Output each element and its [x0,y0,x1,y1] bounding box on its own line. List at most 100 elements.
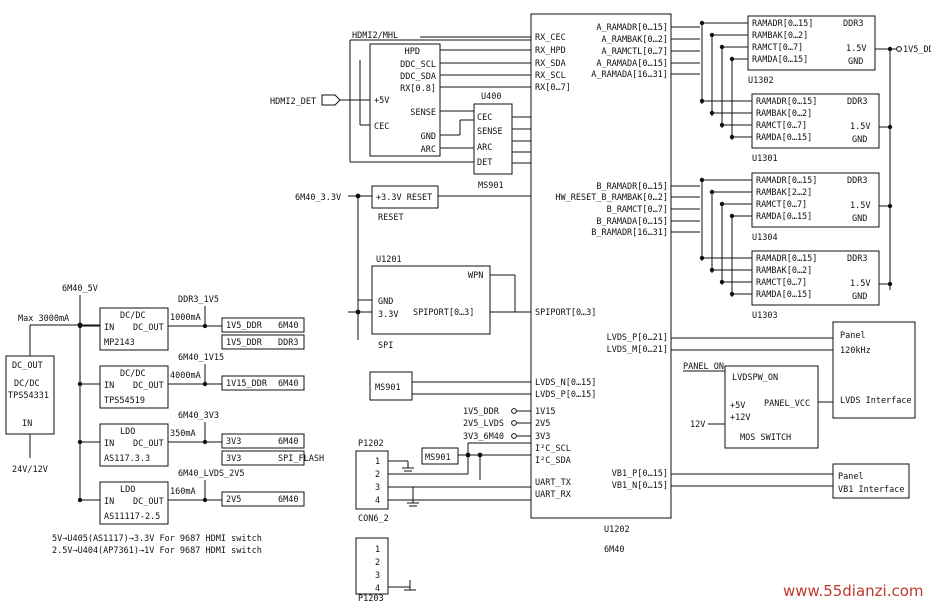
ms901-lvds-box [369,371,413,401]
main-right-pin-c1: LVDS_M[0…21] [607,345,668,355]
mos-switch-box [724,365,819,449]
u400-sense: SENSE [477,127,503,137]
main-right-pin-b2: B_RAMCT[0…7] [607,205,668,215]
main-right-pin-c0: LVDS_P[0…21] [607,333,668,343]
p1203-pin2: 2 [375,558,380,568]
reg-load-a-0-1: 1V5_DDR [226,338,263,348]
main-right-pin-b0: B_RAMADR[0…15] [596,182,668,192]
reg-cur-3: 160mA [170,487,196,497]
reg-cur-1: 4000mA [170,371,201,381]
main-right-pin-b1: HW_RESET_B_RAMBAK[0…2] [555,193,668,203]
main-right-pin-a2: A_RAMCTL[0…7] [601,47,668,57]
max-current-label: Max 3000mA [18,314,69,324]
main-right-pin-a0: A_RAMADR[0…15] [596,23,668,33]
u400-arc: ARC [477,143,492,153]
reg-load-b-0-0: 6M40 [278,321,298,331]
panel-vb1-title: Panel [838,472,864,482]
ddr-gnd-0: GND [848,57,863,67]
ddr-gnd-3: GND [852,292,867,302]
main-chip-box [530,13,672,519]
reg-load-a-2-1: 3V3 [226,454,241,464]
reset-box [371,185,439,209]
reg-out-1: DC_OUT [133,381,164,391]
reg-out-2: DC_OUT [133,439,164,449]
u400-box [473,103,513,175]
hdmi-det-label: HDMI2_DET [270,97,316,107]
ddr-pin-0-1: RAMBAK[0…2] [752,31,808,41]
reg-name-0: MP2143 [104,338,135,348]
u1201-box [371,265,491,335]
reg-load-a-1-0: 1V15_DDR [226,379,268,389]
u1201-3v3: 3.3V [378,310,398,320]
ddr-pin-0-0: RAMADR[0…15] [752,19,813,29]
rail-label-0: 1V5_DDR [463,407,500,417]
ddr-pin-0-2: RAMCT[0…7] [752,43,803,53]
ms901-i2c-label: MS901 [425,453,451,463]
p1202-pin4: 4 [375,496,380,506]
dcdc-type-label: DC/DC [14,379,40,389]
main-right-pin-b4: B_RAMADR[16…31] [591,228,668,238]
mos-label: MOS SWITCH [740,433,791,443]
main-left-pin-2: RX_SDA [535,59,566,69]
hdmi-pin-5v: +5V [374,96,389,106]
reg-load-a-0-0: 1V5_DDR [226,321,263,331]
hdmi-pin-hpd: HPD [405,47,420,57]
main-right-pin-c2: VB1_P[0…15] [612,469,668,479]
main-left-pin-10: 3V3 [535,432,550,442]
main-left-pin-1: RX_HPD [535,46,566,56]
ddr-pin-1-2: RAMCT[0…7] [756,121,807,131]
u400-cec: CEC [477,113,492,123]
ddr-pin-1-3: RAMDA[0…15] [756,133,812,143]
ddr-pwr-2: 1.5V [850,201,870,211]
main-right-pin-a3: A_RAMADA[0…15] [596,59,668,69]
p1202-pin3: 3 [375,483,380,493]
ddr-pin-2-1: RAMBAK[2…2] [756,188,812,198]
mos-pin-lvdspw: LVDSPW_ON [732,373,778,383]
rail-label-2: 3V3_6M40 [463,432,504,442]
reg-in-1: IN [104,381,114,391]
hdmi-pin-rx: RX[0.8] [400,84,436,94]
reg-type-1: DC/DC [120,369,146,379]
ddr-chip-u1303: RAMADR[0…15]RAMBAK[0…2]RAMCT[0…7]RAMDA[0… [699,250,893,321]
u400-name: MS901 [478,181,504,191]
u400-ref: U400 [481,92,501,102]
hdmi-bus-label: HDMI2/MHL [352,31,398,41]
ddr-ref-1: U1301 [752,154,778,164]
reset-name: RESET [378,213,404,223]
ddr-title-1: DDR3 [847,97,867,107]
u1201-ref: U1201 [376,255,402,265]
reg-load-a-3-0: 2V5 [226,495,241,505]
ddr-pin-3-1: RAMBAK[0…2] [756,266,812,276]
ddr-chip-u1304: RAMADR[0…15]RAMBAK[2…2]RAMCT[0…7]RAMDA[0… [699,172,893,243]
reg-cur-0: 1000mA [170,313,201,323]
power-note-1: 5V→U405(AS1117)→3.3V For 9687 HDMI switc… [52,534,262,544]
reg-name-2: AS117.3.3 [104,454,150,464]
reg-net-2: 6M40_3V3 [178,411,219,421]
main-right-pin-a1: A_RAMBAK[0…2] [601,35,668,45]
panel-vb1-iface: VB1 Interface [838,485,905,495]
p1202-pin1: 1 [375,457,380,467]
dcdc-out-label: DC_OUT [12,361,43,371]
reg-net-1: 6M40_1V15 [178,353,224,363]
ddr-pwr-0: 1.5V [846,44,866,54]
main-chip-model: 6M40 [604,545,624,555]
ddr-title-0: DDR3 [843,19,863,29]
panel-lvds-iface: LVDS Interface [840,396,912,406]
reg-cur-2: 350mA [170,429,196,439]
p1202-ref: P1202 [358,439,384,449]
p1202-box [355,450,389,510]
main-left-pin-6: LVDS_N[0…15] [535,378,596,388]
p1203-pin1: 1 [375,545,380,555]
reg-load-b-3-0: 6M40 [278,495,298,505]
dcdc-in-label: IN [22,419,32,429]
main-chip-left-pins: RX_CECRX_HPDRX_SDARX_SCLRX[0…7]SPIPORT[0… [535,33,596,500]
hdmi-pin-arc: ARC [421,145,436,155]
power-tree: DC_OUT DC/DC TPS54331 IN 24V/12V Max 300… [5,284,102,498]
ddr-pin-3-0: RAMADR[0…15] [756,254,817,264]
